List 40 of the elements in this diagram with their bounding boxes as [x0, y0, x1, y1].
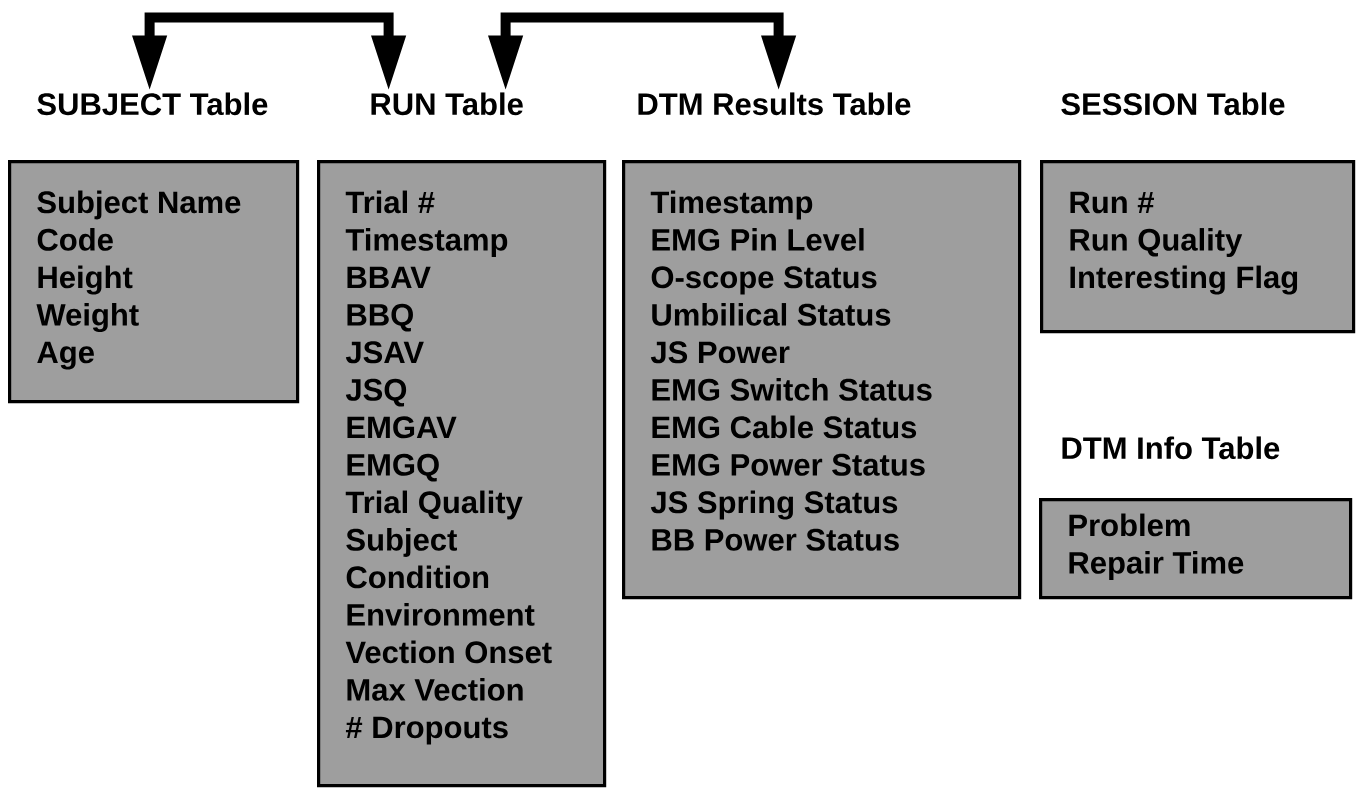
table-heading: SUBJECT Table — [37, 92, 268, 116]
field-name: EMGQ — [347, 453, 439, 482]
field-name: Trial # — [345, 190, 435, 214]
field-name: EMG Power Status — [652, 453, 925, 476]
field-name: JSAV — [345, 341, 424, 364]
field-name: BBAV — [347, 266, 431, 288]
field-name: Repair Time — [1069, 551, 1244, 580]
field-name: JS Spring Status — [650, 490, 898, 520]
field-name: Subject — [346, 528, 457, 557]
field-name: O-scope Status — [651, 266, 877, 295]
field-name: Run # — [1070, 191, 1154, 214]
field-name: BBQ — [347, 303, 413, 332]
field-name: JS Power — [650, 341, 790, 364]
field-name: BB Power Status — [652, 528, 899, 551]
field-name: Subject Name — [37, 190, 241, 220]
field-name: Age — [37, 341, 94, 370]
table-heading: DTM Results Table — [638, 92, 911, 116]
field-name: Condition — [346, 565, 489, 589]
field-name: EMG Cable Status — [652, 415, 917, 439]
field-name: JSQ — [345, 378, 407, 407]
field-name: Problem — [1069, 513, 1190, 537]
field-name: Max Vection — [347, 678, 523, 701]
field-name: Interesting Flag — [1070, 265, 1298, 295]
field-name: Vection Onset — [345, 640, 552, 664]
field-name: Height — [38, 265, 133, 295]
field-name: Timestamp — [345, 228, 508, 257]
field-name: Weight — [36, 303, 139, 333]
table-heading: SESSION Table — [1061, 92, 1285, 116]
field-name: Run Quality — [1070, 228, 1243, 257]
table-heading: DTM Info Table — [1062, 436, 1280, 460]
field-name: Umbilical Status — [652, 303, 891, 326]
field-name: EMGAV — [347, 416, 457, 439]
field-name: # Dropouts — [345, 716, 508, 745]
field-name: EMG Switch Status — [652, 378, 932, 401]
field-name: Timestamp — [650, 190, 813, 220]
field-name: Environment — [347, 603, 535, 626]
field-name: Trial Quality — [345, 490, 523, 520]
field-name: EMG Pin Level — [652, 228, 864, 251]
table-heading: RUN Table — [371, 92, 523, 116]
field-name: Code — [37, 228, 113, 251]
